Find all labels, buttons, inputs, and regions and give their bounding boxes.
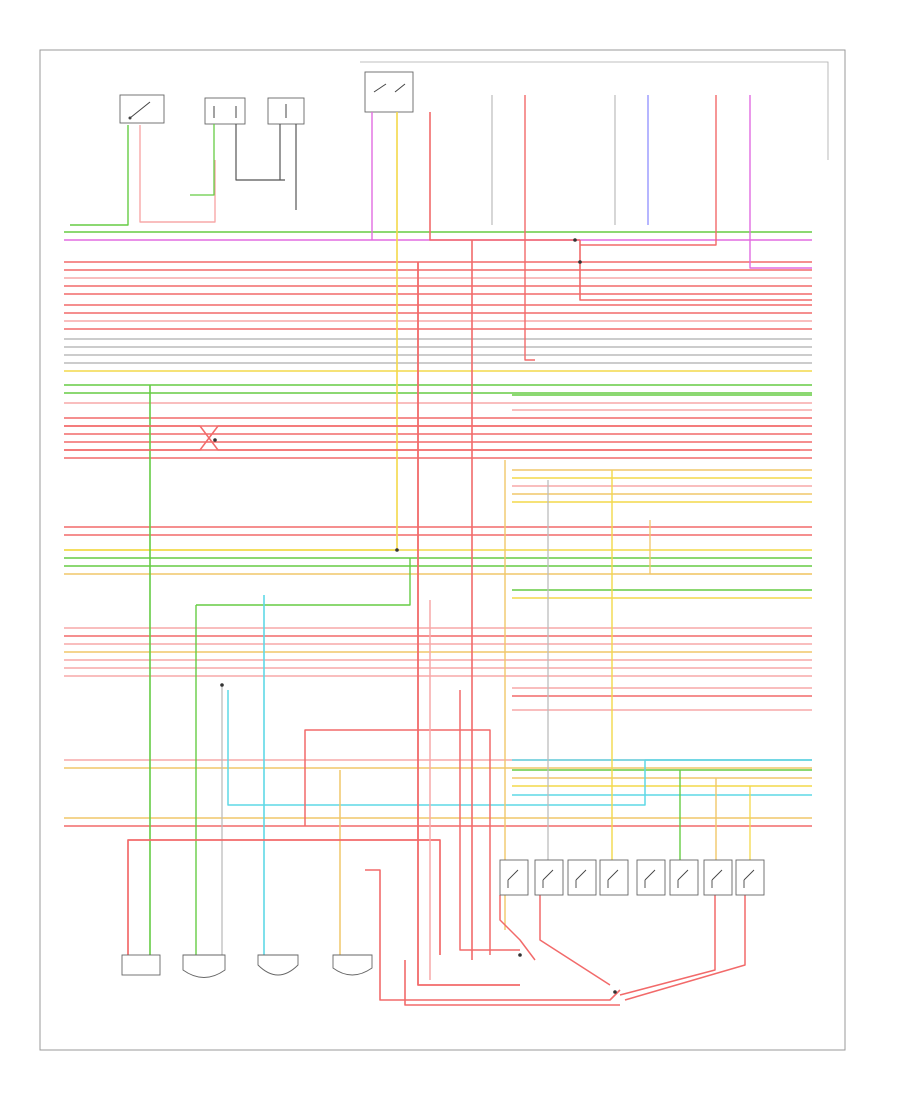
wire-83 bbox=[304, 729, 491, 955]
wire-76 bbox=[196, 558, 411, 606]
wire-92 bbox=[649, 520, 812, 575]
wire-90 bbox=[579, 240, 812, 301]
wire-74 bbox=[749, 95, 812, 269]
wire-67 bbox=[64, 112, 398, 551]
wire-61 bbox=[139, 125, 216, 223]
wire-98 bbox=[499, 895, 536, 961]
wire-86 bbox=[459, 690, 520, 951]
wire-84 bbox=[417, 262, 520, 986]
wire-70 bbox=[524, 95, 535, 361]
splice-icon bbox=[613, 990, 617, 994]
wire-96 bbox=[365, 869, 621, 1001]
component-bottom-1 bbox=[121, 954, 161, 976]
splice-icon bbox=[213, 438, 217, 442]
wire-82 bbox=[127, 839, 441, 955]
wire-63 bbox=[235, 124, 285, 181]
wire-100 bbox=[619, 895, 716, 996]
component-module-top bbox=[364, 71, 414, 113]
relay-block bbox=[499, 859, 765, 896]
relay-icon bbox=[743, 869, 755, 888]
splice-icon bbox=[518, 953, 522, 957]
component-switch-top-left bbox=[119, 94, 165, 124]
relay-icons bbox=[507, 869, 755, 888]
component-bottom-3 bbox=[257, 954, 299, 976]
wire-62 bbox=[190, 124, 215, 196]
wire-97 bbox=[404, 960, 620, 1006]
wire-101 bbox=[624, 895, 746, 1001]
relay-icon bbox=[677, 869, 689, 888]
relay-icon bbox=[711, 869, 723, 888]
diagram-frame bbox=[39, 49, 846, 1051]
component-sensor-b bbox=[267, 97, 305, 125]
wire-60 bbox=[70, 125, 129, 226]
component-sensor-a bbox=[204, 97, 246, 125]
relay-icon bbox=[575, 869, 587, 888]
module-bracket bbox=[360, 61, 829, 160]
wire-99 bbox=[539, 895, 611, 986]
component-bottom-4 bbox=[332, 954, 373, 976]
relay-icon bbox=[507, 869, 519, 888]
wire-73 bbox=[580, 95, 717, 246]
wire-103 bbox=[64, 425, 800, 451]
splice-icon bbox=[578, 260, 582, 264]
splice-dots bbox=[213, 238, 617, 994]
splice-icon bbox=[395, 548, 399, 552]
splice-icon bbox=[573, 238, 577, 242]
component-bottom-2 bbox=[182, 954, 226, 978]
wire-102 bbox=[64, 425, 800, 451]
relay-icon bbox=[542, 869, 554, 888]
wire-80 bbox=[227, 690, 812, 806]
relay-icon bbox=[607, 869, 619, 888]
splice-icon bbox=[220, 683, 224, 687]
wires-layer bbox=[64, 95, 812, 1006]
wire-68 bbox=[429, 112, 580, 241]
relay-icon bbox=[644, 869, 656, 888]
